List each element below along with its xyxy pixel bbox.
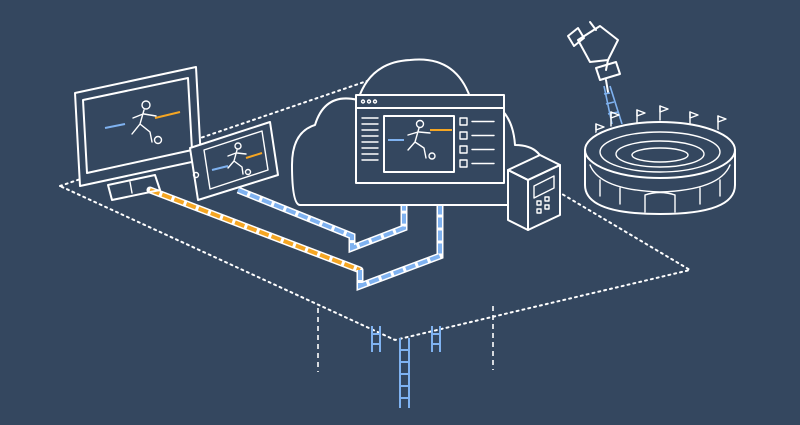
soccer-player-icon [407,119,436,160]
smartphone-icon [189,121,279,201]
platform-legs [317,306,494,372]
soccer-player-icon [131,100,163,145]
monitor-connection-cable [146,186,444,292]
video-editor-window-icon [355,94,505,184]
platform-outline [57,78,693,342]
phone-connection-cable [236,186,408,254]
soccer-player-icon [227,142,252,176]
monitor-icon [74,66,202,201]
broadcast-signal-beam [603,85,623,125]
downlink-ladder [371,326,441,408]
broadcast-camera-icon [567,21,621,93]
server-cabinet-icon [507,154,561,231]
stadium-icon [584,105,736,215]
